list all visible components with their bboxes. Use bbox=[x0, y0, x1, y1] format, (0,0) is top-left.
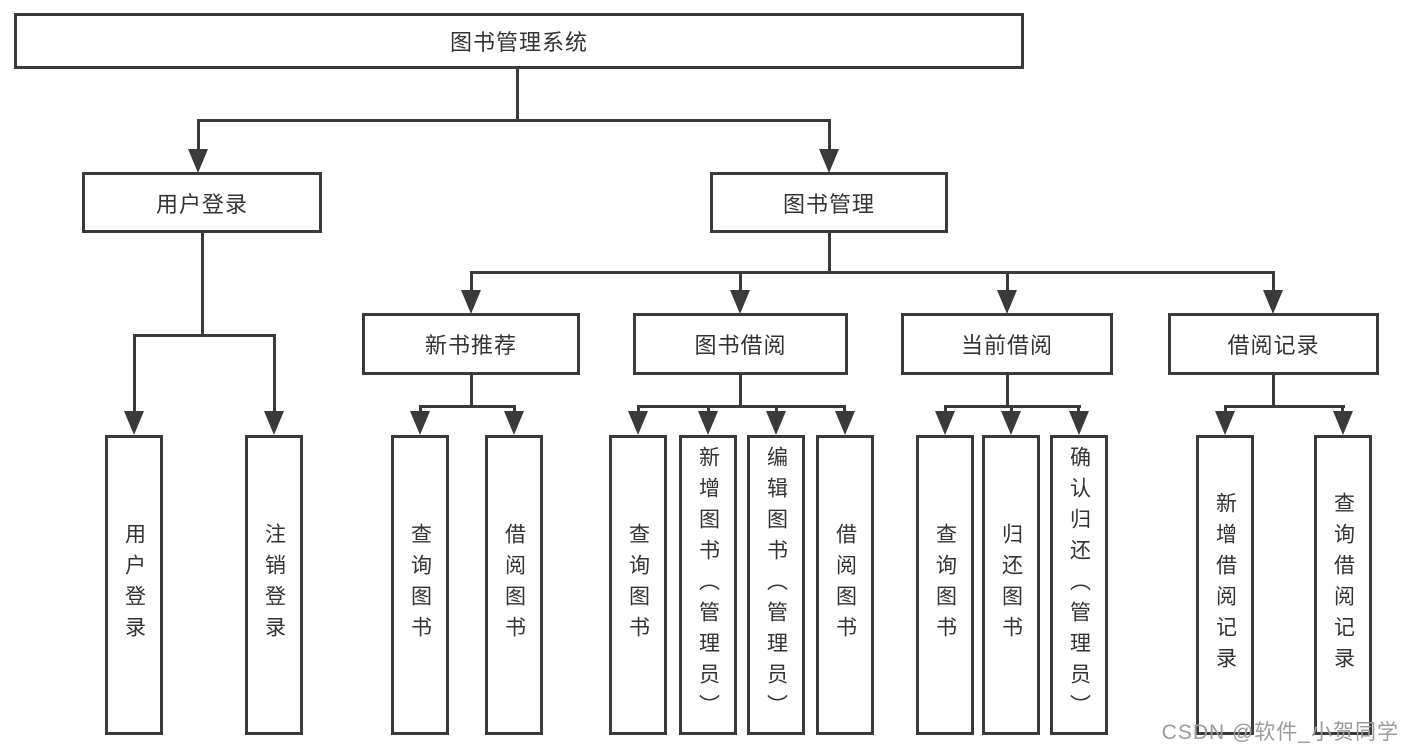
node-book-borrowing: 图书借阅 bbox=[633, 313, 848, 375]
connector-vline bbox=[739, 375, 742, 407]
leaf-edit-book-admin: 编辑图书（管理员） bbox=[747, 435, 805, 735]
node-label: 图书管理系统 bbox=[449, 30, 588, 55]
node-label: 用户登录 bbox=[155, 191, 248, 217]
connector-vline bbox=[843, 405, 846, 415]
connector-vline bbox=[197, 119, 200, 152]
arrowhead-down-icon bbox=[124, 411, 144, 435]
connector-vline bbox=[516, 68, 519, 121]
connector-vline bbox=[419, 405, 422, 415]
connector-vline bbox=[1341, 405, 1344, 415]
leaf-borrow-books-recommend: 借阅图书 bbox=[485, 435, 543, 735]
csdn-watermark: CSDN @软件_小贺同学 bbox=[1161, 721, 1399, 744]
arrowhead-down-icon bbox=[766, 411, 786, 435]
connector-vline bbox=[513, 405, 516, 415]
leaf-label: 查询图书 bbox=[933, 523, 957, 647]
leaf-query-borrow-record: 查询借阅记录 bbox=[1314, 435, 1372, 735]
connector-vline bbox=[637, 405, 640, 415]
leaf-borrow-books-borrowing: 借阅图书 bbox=[816, 435, 874, 735]
leaf-confirm-return-admin: 确认归还（管理员） bbox=[1050, 435, 1108, 735]
connector-vline bbox=[775, 405, 778, 415]
arrowhead-down-icon bbox=[1069, 411, 1089, 435]
leaf-return-books: 归还图书 bbox=[982, 435, 1040, 735]
arrowhead-down-icon bbox=[819, 149, 839, 173]
node-label: 图书管理 bbox=[782, 191, 875, 217]
connector-vline bbox=[1077, 405, 1080, 415]
leaf-query-books-borrowing: 查询图书 bbox=[609, 435, 667, 735]
leaf-label: 借阅图书 bbox=[833, 523, 857, 647]
connector-vline bbox=[739, 271, 742, 293]
node-label: 图书借阅 bbox=[694, 333, 787, 358]
connector-vline bbox=[1006, 375, 1009, 407]
leaf-query-books-recommend: 查询图书 bbox=[391, 435, 449, 735]
arrowhead-down-icon bbox=[504, 411, 524, 435]
leaf-label: 用户登录 bbox=[122, 523, 146, 647]
arrowhead-down-icon bbox=[835, 411, 855, 435]
connector-vline bbox=[1010, 405, 1013, 415]
connector-hline bbox=[419, 405, 516, 408]
arrowhead-down-icon bbox=[1215, 411, 1235, 435]
arrowhead-down-icon bbox=[410, 411, 430, 435]
connector-vline bbox=[1272, 271, 1275, 293]
leaf-label: 注销登录 bbox=[262, 523, 286, 647]
node-label: 新书推荐 bbox=[424, 333, 517, 358]
connector-vline bbox=[707, 405, 710, 415]
arrowhead-down-icon bbox=[997, 290, 1017, 314]
connector-vline bbox=[828, 119, 831, 152]
node-new-book-recommend: 新书推荐 bbox=[362, 313, 580, 375]
node-label: 当前借阅 bbox=[960, 333, 1053, 358]
arrowhead-down-icon bbox=[628, 411, 648, 435]
leaf-label: 新增图书（管理员） bbox=[696, 445, 720, 725]
arrowhead-down-icon bbox=[461, 290, 481, 314]
leaf-label: 查询图书 bbox=[626, 523, 650, 647]
leaf-label: 新增借阅记录 bbox=[1213, 492, 1237, 678]
node-current-borrowing: 当前借阅 bbox=[901, 313, 1113, 375]
node-book-management: 图书管理 bbox=[710, 172, 948, 233]
leaf-add-borrow-record: 新增借阅记录 bbox=[1196, 435, 1254, 735]
leaf-user-login: 用户登录 bbox=[105, 435, 163, 735]
arrowhead-down-icon bbox=[264, 411, 284, 435]
leaf-label: 查询借阅记录 bbox=[1331, 492, 1355, 678]
leaf-label: 编辑图书（管理员） bbox=[764, 445, 788, 725]
arrowhead-down-icon bbox=[188, 149, 208, 173]
arrowhead-down-icon bbox=[1263, 290, 1283, 314]
connector-hline bbox=[637, 405, 846, 408]
leaf-query-books-current: 查询图书 bbox=[916, 435, 974, 735]
connector-vline bbox=[944, 405, 947, 415]
leaf-logout-login: 注销登录 bbox=[245, 435, 303, 735]
arrowhead-down-icon bbox=[1333, 411, 1353, 435]
connector-hline bbox=[133, 334, 276, 337]
connector-vline bbox=[1006, 271, 1009, 293]
arrowhead-down-icon bbox=[730, 290, 750, 314]
node-user-login: 用户登录 bbox=[82, 172, 322, 233]
connector-vline bbox=[470, 375, 473, 407]
node-borrow-records: 借阅记录 bbox=[1168, 313, 1379, 375]
arrowhead-down-icon bbox=[935, 411, 955, 435]
connector-vline bbox=[828, 233, 831, 273]
leaf-add-book-admin: 新增图书（管理员） bbox=[679, 435, 737, 735]
connector-hline bbox=[1224, 405, 1345, 408]
leaf-label: 归还图书 bbox=[999, 523, 1023, 647]
connector-hline bbox=[197, 119, 831, 122]
connector-vline bbox=[133, 334, 136, 413]
leaf-label: 借阅图书 bbox=[502, 523, 526, 647]
leaf-label: 确认归还（管理员） bbox=[1067, 445, 1091, 725]
node-library-system: 图书管理系统 bbox=[14, 13, 1024, 69]
connector-vline bbox=[273, 334, 276, 413]
node-label: 借阅记录 bbox=[1227, 333, 1320, 358]
connector-vline bbox=[1272, 375, 1275, 407]
leaf-label: 查询图书 bbox=[408, 523, 432, 647]
connector-hline bbox=[470, 271, 1274, 274]
arrowhead-down-icon bbox=[1001, 411, 1021, 435]
arrowhead-down-icon bbox=[698, 411, 718, 435]
connector-vline bbox=[470, 271, 473, 293]
connector-vline bbox=[201, 233, 204, 336]
connector-vline bbox=[1224, 405, 1227, 415]
